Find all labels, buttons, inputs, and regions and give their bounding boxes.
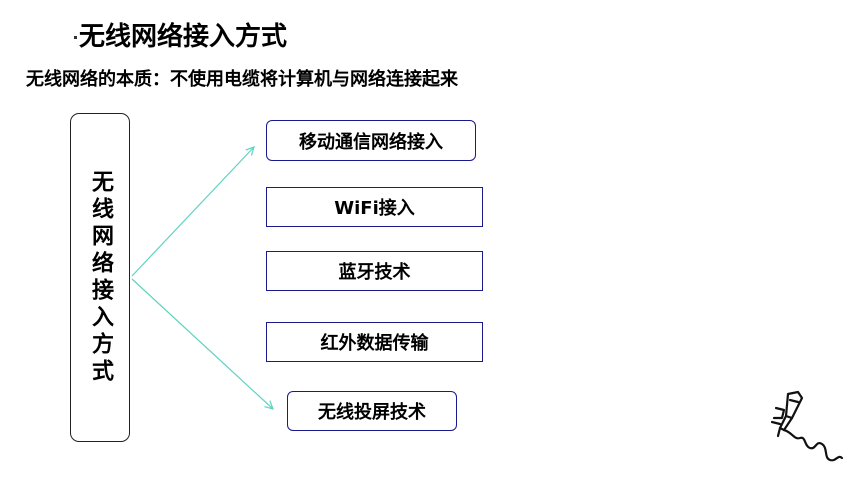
pen-icon	[770, 390, 844, 462]
node-label: 无线投屏技术	[318, 402, 426, 423]
root-node-label: 无线网络接入方式	[88, 169, 113, 386]
node-label: 红外数据传输	[320, 333, 429, 354]
node-label: 蓝牙技术	[338, 262, 411, 283]
node-label: WiFi接入	[334, 198, 415, 219]
connector-arrow-bottom	[131, 278, 273, 409]
node-infrared: 红外数据传输	[266, 322, 483, 362]
title-bullet-dot	[74, 36, 77, 39]
node-wifi: WiFi接入	[266, 187, 483, 227]
page-title: 无线网络接入方式	[79, 22, 288, 52]
root-node: 无线网络接入方式	[70, 113, 130, 442]
page-subtitle: 无线网络的本质：不使用电缆将计算机与网络连接起来	[26, 69, 458, 90]
connector-arrow-top	[131, 147, 254, 277]
node-wireless-projection: 无线投屏技术	[287, 391, 457, 431]
node-bluetooth: 蓝牙技术	[266, 251, 483, 291]
node-mobile-network: 移动通信网络接入	[266, 120, 476, 161]
node-label: 移动通信网络接入	[299, 131, 443, 153]
